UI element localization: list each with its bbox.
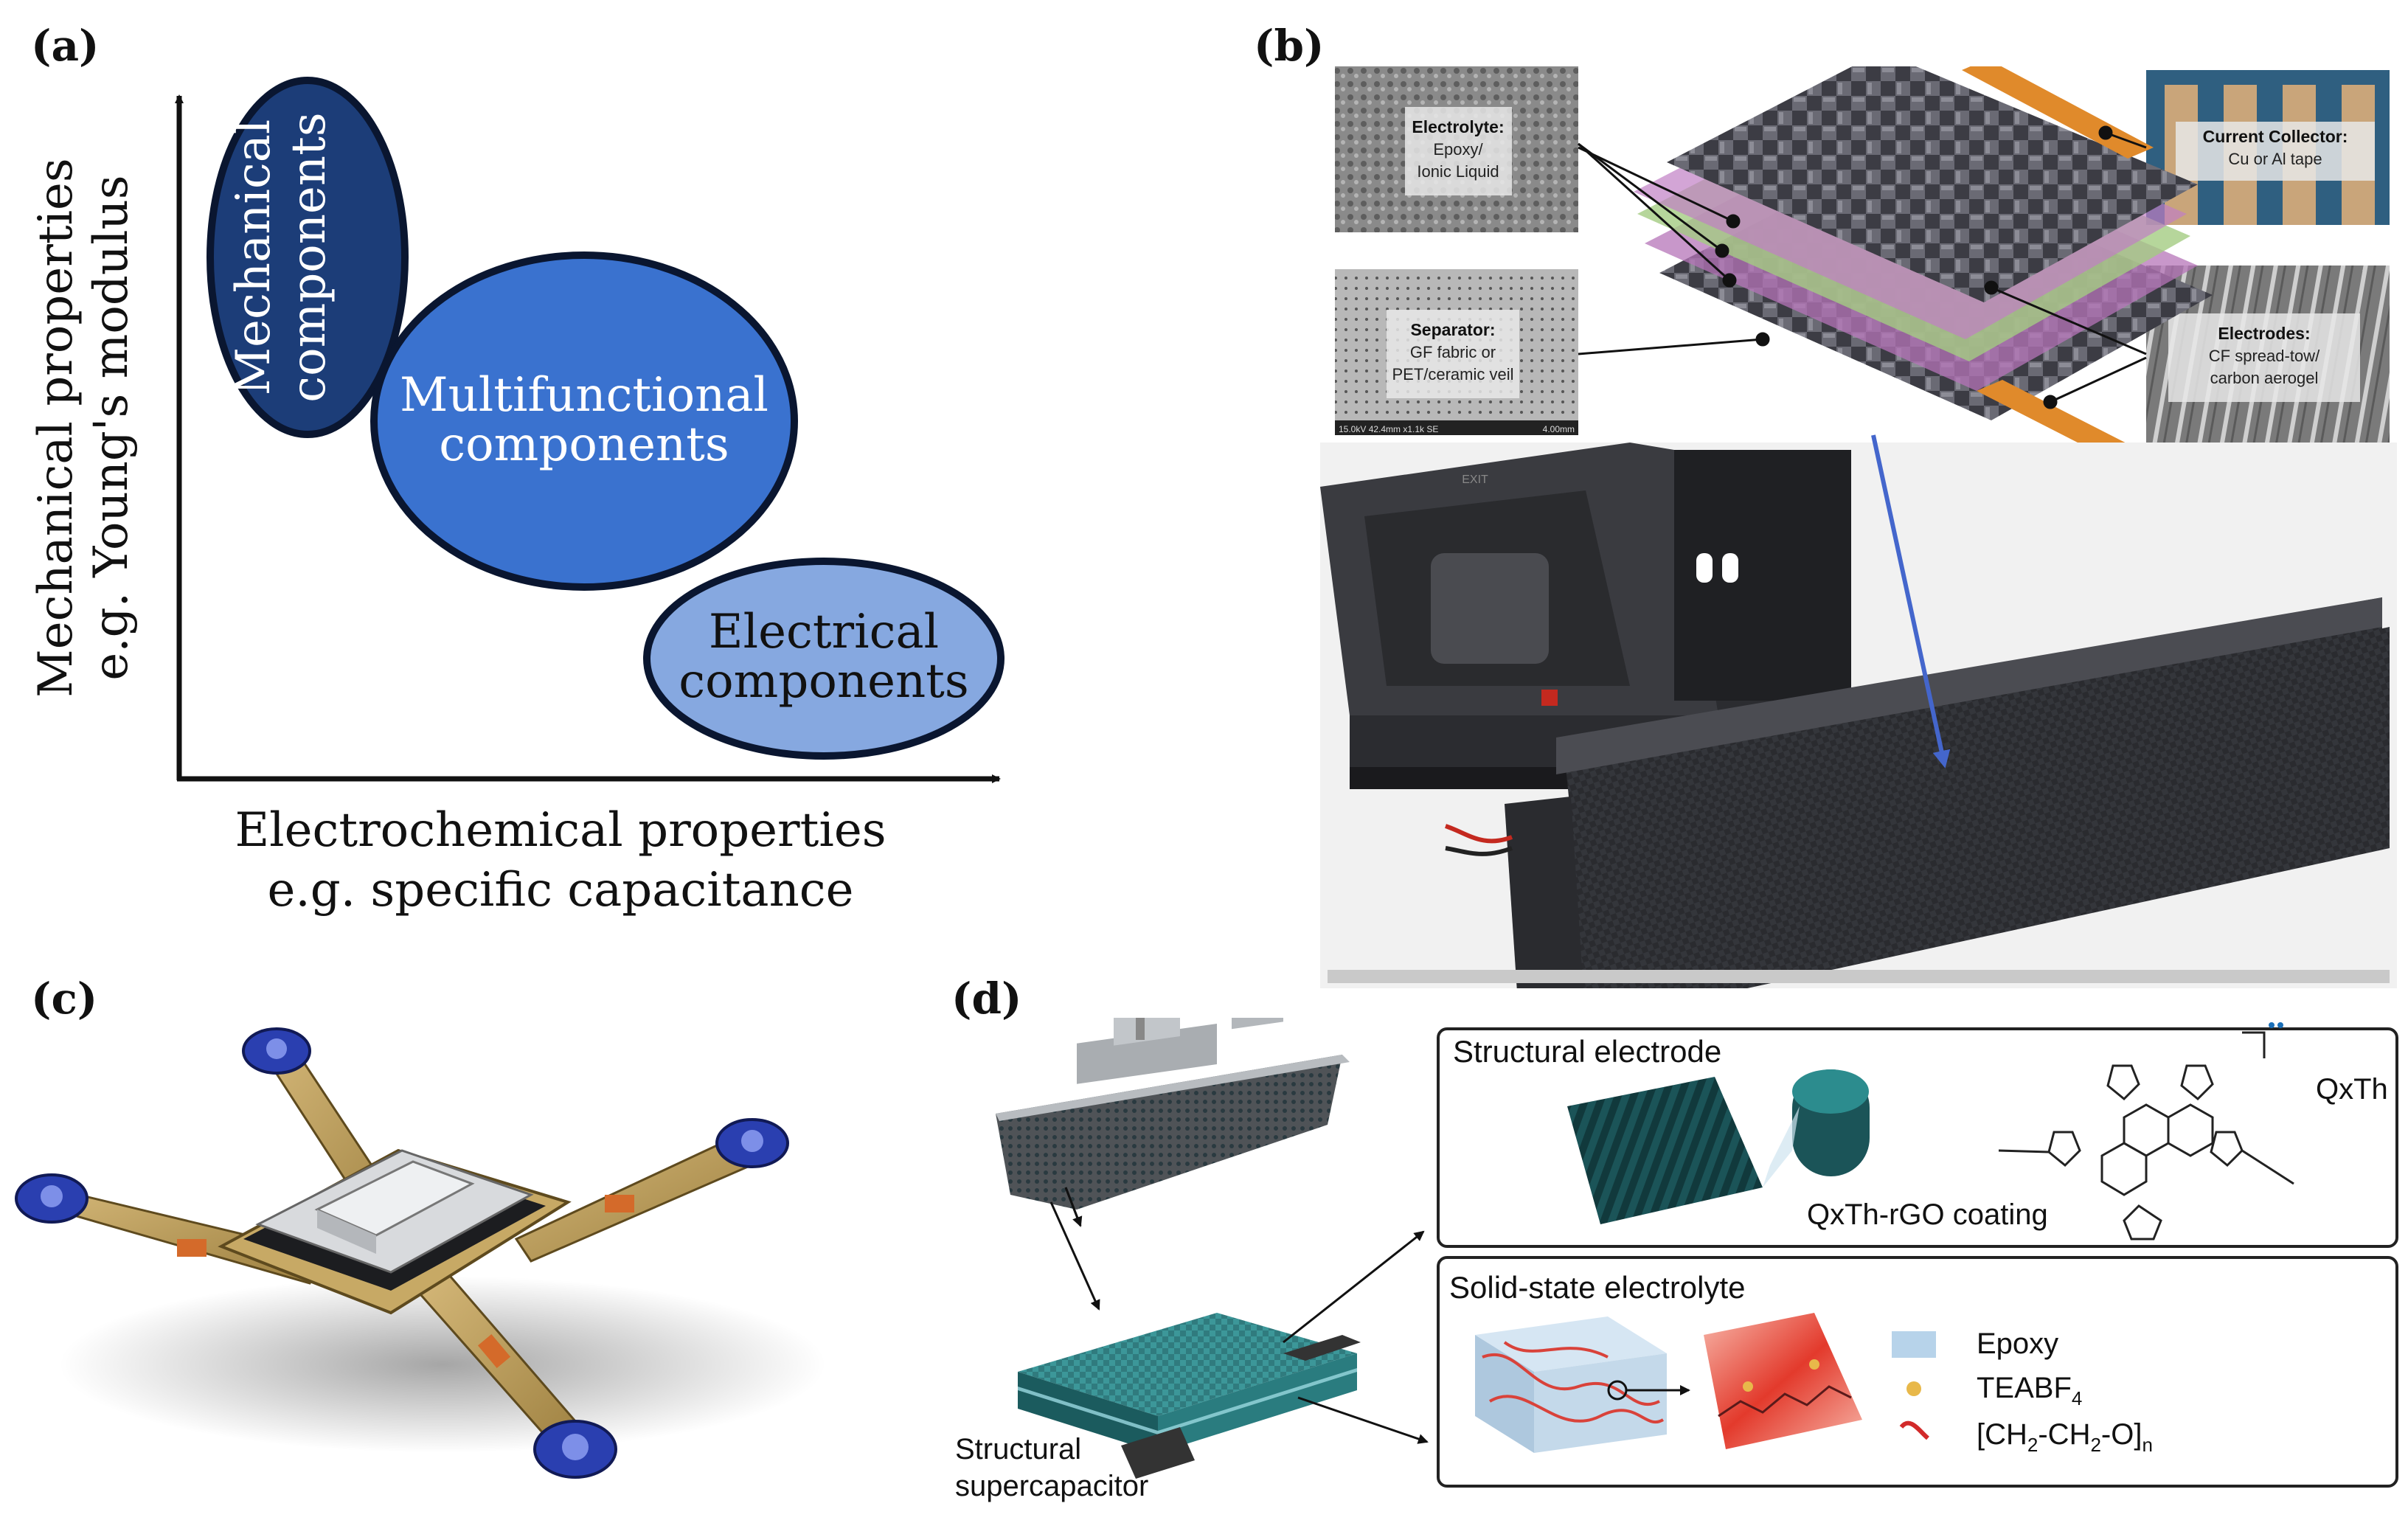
- separator-line2: GF fabric or: [1410, 343, 1496, 361]
- ruler: [1328, 970, 2390, 983]
- electrolyte-cube: [1475, 1316, 1667, 1453]
- mechanical-ellipse-line1: Mechanical: [226, 119, 281, 396]
- electrolyte-line2: Epoxy/: [1433, 140, 1483, 159]
- x-axis-label-line2: e.g. specific capacitance: [268, 863, 854, 917]
- coating-label: QxTh-rGO coating: [1807, 1198, 2048, 1231]
- panel-a-diagram: Mechanical components Multifunctional co…: [29, 77, 1005, 917]
- y-axis-label-line1: Mechanical properties: [29, 158, 83, 698]
- electrical-ellipse-line1: Electrical: [709, 605, 939, 659]
- electrodes-title: Electrodes:: [2218, 324, 2310, 343]
- panel-d-diagram: Structural supercapacitor Structural ele…: [955, 1018, 2398, 1502]
- panel-a-label: (a): [31, 21, 100, 71]
- carbon-fibre-channel: [1505, 597, 2390, 988]
- qxth-molecule: [1998, 1031, 2294, 1241]
- epoxy-legend-label: Epoxy: [1977, 1328, 2058, 1360]
- micrograph-info-caption: 15.0kV 42.4mm x1.1k SE: [1339, 424, 1438, 434]
- electrodes-line3: carbon aerogel: [2210, 369, 2319, 387]
- y-axis-label-line2: e.g. Young's modulus: [84, 175, 139, 680]
- electrical-ellipse-line2: components: [679, 654, 968, 709]
- multifunctional-ellipse-line1: Multifunctional: [400, 368, 768, 423]
- polymer-legend-line: [1899, 1420, 1929, 1440]
- epoxy-legend-swatch: [1892, 1331, 1936, 1358]
- structural-supercapacitor-label-line2: supercapacitor: [955, 1470, 1148, 1502]
- micrograph-scale-caption: 4.00mm: [1543, 424, 1575, 434]
- ship-to-device-arrow: [1049, 1201, 1100, 1311]
- panel-c-drone-frame: [15, 1027, 826, 1479]
- solid-state-electrolyte-box: [1437, 1256, 2398, 1488]
- electrodes-callout-box: [2168, 313, 2360, 402]
- electrical-components-ellipse: [643, 558, 1005, 760]
- x-axis-label-line1: Electrochemical properties: [235, 803, 886, 858]
- stack-to-demonstrator-arrow: [1871, 434, 1951, 768]
- current-collector-title: Current Collector:: [2203, 127, 2348, 146]
- multifunctional-ellipse-line2: components: [439, 417, 729, 472]
- ship-illustration: [996, 1018, 1350, 1210]
- panel-c-label: (c): [31, 974, 98, 1024]
- wires: [1445, 824, 1513, 856]
- separator-callout-box: [1387, 310, 1519, 398]
- panel-b-illustration: Electrolyte: Epoxy/ Ionic Liquid Separat…: [1320, 66, 2397, 988]
- teabf4-legend-label: TEABF4: [1977, 1372, 2082, 1409]
- current-collector-callout-box: [2176, 122, 2375, 181]
- device-to-electrode-arrow: [1283, 1230, 1425, 1344]
- qxth-label: QxTh: [2316, 1073, 2388, 1106]
- solid-state-electrolyte-title: Solid-state electrolyte: [1449, 1270, 1746, 1305]
- polymer-legend-label: [CH2-CH2-O]n: [1977, 1418, 2153, 1456]
- device-to-electrolyte-arrow: [1297, 1396, 1429, 1444]
- current-collector-line2: Cu or Al tape: [2228, 150, 2322, 168]
- separator-line3: PET/ceramic veil: [1392, 365, 1513, 384]
- test-stand-logo: EXIT: [1462, 473, 1488, 486]
- panel-b-label: (b): [1254, 21, 1325, 71]
- electrolyte-title: Electrolyte:: [1412, 117, 1504, 136]
- structural-electrode-title: Structural electrode: [1453, 1034, 1721, 1069]
- teabf4-legend-dot: [1906, 1381, 1921, 1396]
- separator-title: Separator:: [1410, 320, 1495, 339]
- structural-supercapacitor: [1018, 1313, 1361, 1479]
- polymer-chain-zoom: [1704, 1313, 1862, 1449]
- mechanical-ellipse-line2: components: [282, 112, 336, 402]
- panel-d-label: (d): [951, 974, 1022, 1024]
- electrolyte-callout-box: [1405, 107, 1512, 195]
- woven-electrode: [1567, 1077, 1763, 1224]
- layered-stack: [1634, 66, 2213, 476]
- electrodes-line2: CF spread-tow/: [2209, 347, 2320, 365]
- electrolyte-line3: Ionic Liquid: [1417, 162, 1499, 181]
- multifunctional-components-ellipse: [370, 251, 798, 591]
- mechanical-components-ellipse: [207, 77, 409, 438]
- structural-supercapacitor-label-line1: Structural: [955, 1433, 1081, 1465]
